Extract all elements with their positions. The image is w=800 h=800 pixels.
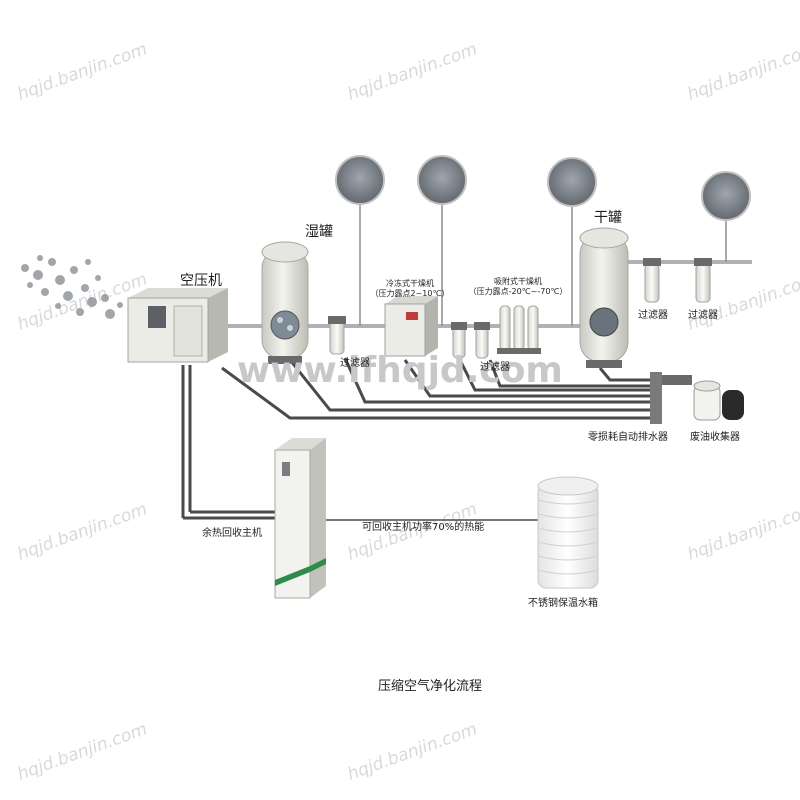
filter-1 [328, 316, 346, 355]
filter-2 [451, 322, 467, 359]
filter-right-2 [694, 258, 712, 303]
label-filter-1: 过滤器 [340, 356, 370, 369]
air-particles [21, 255, 123, 319]
adsorption-dryer [497, 305, 541, 354]
watermark: hqjd.banjin.com [685, 499, 800, 564]
labels: 空压机 湿罐 干罐 过滤器 过滤器 过滤器 过滤器 冷冻式干燥机 （压力露点2~… [180, 210, 740, 694]
label-fridge-dryer-note: （压力露点2~10℃） [371, 288, 450, 298]
drain-lines [181, 357, 660, 520]
heat-recovery-unit [274, 438, 326, 599]
label-compressor: 空压机 [180, 273, 222, 289]
diagram-caption: 压缩空气净化流程 [378, 678, 482, 694]
label-filter-2: 过滤器 [480, 360, 510, 373]
inspection-bubbles [335, 155, 751, 326]
filter-3 [474, 322, 490, 359]
label-adsorb-dryer: 吸附式干燥机 [494, 276, 542, 286]
watermark: hqjd.banjin.com [15, 719, 150, 784]
refrigerated-dryer [384, 296, 438, 357]
label-oil-collector: 废油收集器 [690, 430, 740, 443]
label-water-tank: 不锈钢保温水箱 [528, 596, 598, 609]
watermark: hqjd.banjin.com [345, 719, 480, 784]
watermark: hqjd.banjin.com [345, 39, 480, 104]
air-compressor [127, 288, 228, 363]
label-filter-4: 过滤器 [688, 308, 718, 321]
inspection-bubble-icon [547, 157, 597, 207]
label-wet-tank: 湿罐 [305, 224, 333, 240]
label-drain: 零损耗自动排水器 [588, 430, 668, 443]
watermark: hqjd.banjin.com [15, 499, 150, 564]
inspection-bubble-icon [701, 171, 751, 221]
watermarks: hqjd.banjin.com hqjd.banjin.com hqjd.ban… [15, 39, 800, 784]
watermark: hqjd.banjin.com [15, 39, 150, 104]
label-heat-note: 可回收主机功率70%的热能 [362, 520, 484, 533]
label-adsorb-dryer-note: （压力露点-20℃~-70℃） [469, 286, 568, 296]
oil-collector [693, 380, 744, 421]
watermark: hqjd.banjin.com [685, 39, 800, 104]
stainless-water-tank [537, 476, 599, 589]
inspection-bubble-icon [335, 155, 385, 205]
label-filter-3: 过滤器 [638, 308, 668, 321]
label-fridge-dryer: 冷冻式干燥机 [386, 278, 434, 288]
dry-tank [579, 227, 629, 368]
label-dry-tank: 干罐 [594, 210, 622, 226]
center-watermark: www.lfhqjd.com [237, 350, 563, 391]
filter-right-1 [643, 258, 661, 303]
inspection-bubble-icon [417, 155, 467, 205]
label-heat-recovery: 余热回收主机 [202, 526, 262, 539]
wet-tank [261, 241, 309, 364]
drain-manifold [650, 372, 692, 424]
